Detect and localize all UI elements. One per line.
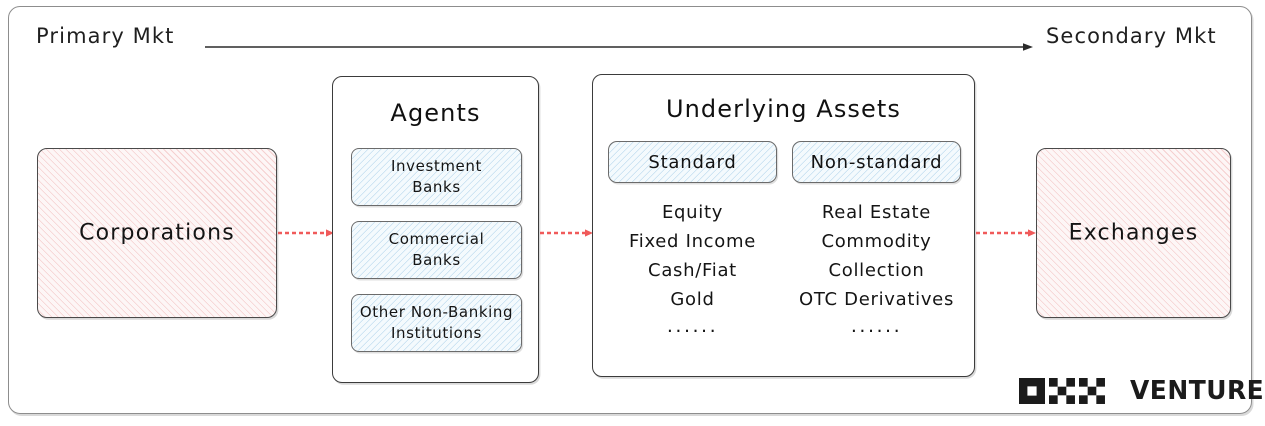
- corporations-label: Corporations: [79, 220, 235, 246]
- asset-item: Gold: [670, 289, 715, 311]
- asset-tag-non-standard[interactable]: Non-standard: [792, 141, 961, 183]
- asset-item-ellipsis: ......: [850, 314, 903, 337]
- connector-corporations-to-agents: [278, 229, 334, 237]
- asset-item: Real Estate: [821, 202, 932, 223]
- connector-agents-to-assets: [540, 229, 593, 237]
- asset-item: Collection: [828, 260, 925, 282]
- asset-item-ellipsis: ......: [666, 314, 719, 337]
- okx-logo-icon: [1019, 378, 1105, 404]
- corporations-box[interactable]: Corporations: [37, 148, 277, 318]
- secondary-market-label: Secondary Mkt: [1046, 24, 1217, 48]
- asset-item: Cash/Fiat: [648, 260, 737, 282]
- asset-item: Fixed Income: [629, 231, 756, 253]
- outer-frame: [8, 6, 1252, 414]
- asset-item: OTC Derivatives: [798, 289, 955, 311]
- agents-title: Agents: [390, 99, 481, 127]
- underlying-assets-title: Underlying Assets: [665, 95, 902, 123]
- asset-item: Commodity: [821, 231, 932, 253]
- asset-tag-standard[interactable]: Standard: [608, 141, 777, 183]
- primary-market-label: Primary Mkt: [36, 24, 175, 48]
- exchanges-label: Exchanges: [1068, 220, 1199, 246]
- primary-to-secondary-arrow-icon: [205, 43, 1033, 51]
- logo-wordmark: VENTURES: [1130, 376, 1265, 406]
- okx-ventures-logo: VENTURES: [1019, 377, 1265, 405]
- asset-item: Equity: [661, 202, 724, 223]
- exchanges-box[interactable]: Exchanges: [1036, 148, 1231, 318]
- connector-assets-to-exchanges: [976, 229, 1036, 237]
